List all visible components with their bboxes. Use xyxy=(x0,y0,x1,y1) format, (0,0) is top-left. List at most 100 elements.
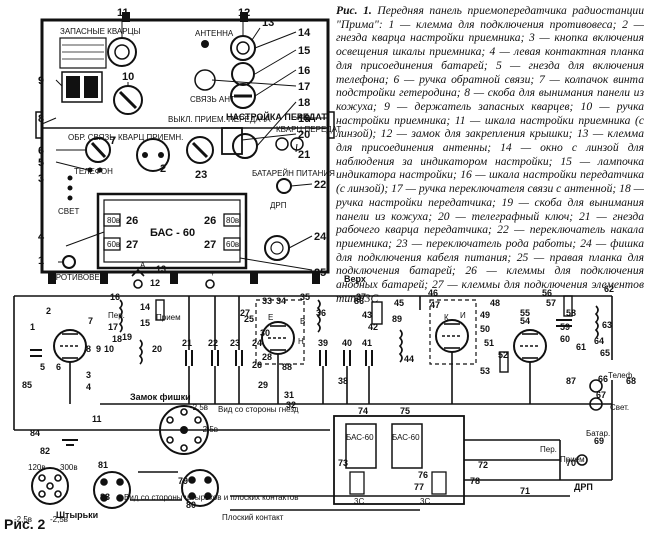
component-number-78: 78 xyxy=(470,476,480,486)
front-panel xyxy=(35,12,335,284)
component-number-86: 86 xyxy=(354,296,364,306)
label-zamok-fishki: Замок фишки xyxy=(130,392,191,402)
component-number-79: 79 xyxy=(178,476,188,486)
component-number-5: 5 xyxy=(40,362,45,372)
component-number-66: 66 xyxy=(598,374,608,384)
component-number-80: 80 xyxy=(186,500,196,510)
label-v25-b: -2,5в xyxy=(200,425,218,434)
callout-27-left: 27 xyxy=(126,239,138,251)
component-number-29: 29 xyxy=(258,380,268,390)
label-shtyrki: Штырьки xyxy=(56,510,98,520)
component-number-32: 32 xyxy=(286,400,296,410)
component-number-4: 4 xyxy=(86,382,91,392)
component-number-41: 41 xyxy=(362,338,372,348)
label-Ki: К xyxy=(444,313,449,322)
component-number-34: 34 xyxy=(276,296,286,306)
label-3c-1: 3С xyxy=(354,497,364,506)
component-number-27: 27 xyxy=(240,308,250,318)
label-v60-right: 60в xyxy=(226,240,239,249)
component-number-21: 21 xyxy=(182,338,192,348)
callout-1: 1 xyxy=(38,255,44,267)
label-protivoves: ПРОТИВОВЕС xyxy=(50,273,106,282)
component-number-48: 48 xyxy=(490,298,500,308)
component-number-73: 73 xyxy=(338,458,348,468)
callout-15: 15 xyxy=(298,45,310,57)
figure2-title: Рис. 2 xyxy=(4,516,46,532)
label-telefon: ТЕЛЕФОН xyxy=(74,167,113,176)
label-vid-shtyrkov: Вид со стороны штырьков и плоских контак… xyxy=(124,493,299,502)
label-v120: 120в xyxy=(28,463,46,472)
component-number-6: 6 xyxy=(56,362,61,372)
component-number-24: 24 xyxy=(252,338,262,348)
callout-23: 23 xyxy=(195,169,207,181)
component-number-72: 72 xyxy=(478,460,488,470)
component-number-19: 19 xyxy=(122,332,132,342)
component-number-23: 23 xyxy=(230,338,240,348)
label-v25-d: -2,5в xyxy=(50,515,68,524)
label-antenna: АНТЕННА xyxy=(195,29,234,38)
callout-26-left: 26 xyxy=(126,215,138,227)
component-number-17: 17 xyxy=(108,322,118,332)
label-drp: ДРП xyxy=(270,201,287,210)
component-number-37: 37 xyxy=(356,292,366,302)
callout-12: 12 xyxy=(238,7,250,19)
component-number-20: 20 xyxy=(152,344,162,354)
component-number-38: 38 xyxy=(338,376,348,386)
component-number-74: 74 xyxy=(358,406,368,416)
component-number-14: 14 xyxy=(140,302,150,312)
schematic xyxy=(13,268,613,511)
component-number-10: 10 xyxy=(104,344,114,354)
label-kvarts-pered: КВАРЦ ПЕРЕДАТ. xyxy=(276,125,343,134)
component-number-31: 31 xyxy=(284,390,294,400)
component-number-56: 56 xyxy=(542,288,552,298)
label-B: В xyxy=(300,317,305,326)
component-number-8: 8 xyxy=(86,344,91,354)
callout-17: 17 xyxy=(298,81,310,93)
callout-19: 19 xyxy=(298,113,310,125)
callout-5: 5 xyxy=(38,157,44,169)
component-number-63: 63 xyxy=(602,320,612,330)
component-number-26: 26 xyxy=(252,360,262,370)
component-number-62: 62 xyxy=(604,284,614,294)
label-v80-right: 80в xyxy=(226,216,239,225)
component-number-83: 83 xyxy=(100,492,110,502)
figure1-caption-title: Рис. 1. xyxy=(336,4,372,17)
label-vid-gnezd: Вид со стороны гнезд xyxy=(218,405,299,414)
callout-16: 16 xyxy=(298,65,310,77)
component-number-70: 70 xyxy=(566,458,576,468)
callout-numbers: 11 12 13 14 15 16 17 18 19 20 21 22 24 2… xyxy=(38,7,327,279)
component-number-3: 3 xyxy=(86,370,91,380)
component-number-89: 89 xyxy=(392,314,402,324)
component-number-30: 30 xyxy=(260,328,270,338)
component-number-1: 1 xyxy=(30,322,35,332)
component-number-46: 46 xyxy=(428,288,438,298)
callout-26-right: 26 xyxy=(204,215,216,227)
component-number-7: 7 xyxy=(88,316,93,326)
label-nastroika-pered: НАСТРОЙКА ПЕРЕДАТ. xyxy=(226,111,328,122)
component-number-2: 2 xyxy=(46,306,51,316)
component-number-15: 15 xyxy=(140,318,150,328)
component-number-58: 58 xyxy=(566,308,576,318)
component-number-64: 64 xyxy=(594,336,604,346)
label-obr-svyaz: ОБР. СВЯЗЬ xyxy=(68,133,114,142)
component-number-12: 12 xyxy=(150,278,160,288)
label-bas60-2: БАС-60 xyxy=(392,433,420,442)
component-number-47: 47 xyxy=(430,300,440,310)
component-number-68: 68 xyxy=(626,376,636,386)
component-number-16: 16 xyxy=(110,292,120,302)
component-number-51: 51 xyxy=(484,338,494,348)
component-number-55: 55 xyxy=(520,308,530,318)
label-per2: Пер. xyxy=(540,445,557,454)
callout-4: 4 xyxy=(38,231,45,243)
label-v300: 300в xyxy=(60,463,78,472)
label-telef: Телеф. xyxy=(608,371,635,380)
callout-10: 10 xyxy=(122,71,134,83)
callout-18: 18 xyxy=(298,97,310,109)
callout-7: 7 xyxy=(110,135,116,147)
figure1-caption: Рис. 1. Передняя панель приемопередатчик… xyxy=(336,4,644,305)
label-svet: СВЕТ xyxy=(58,207,79,216)
component-number-35: 35 xyxy=(300,292,310,302)
component-number-49: 49 xyxy=(480,310,490,320)
component-number-59: 59 xyxy=(560,322,570,332)
